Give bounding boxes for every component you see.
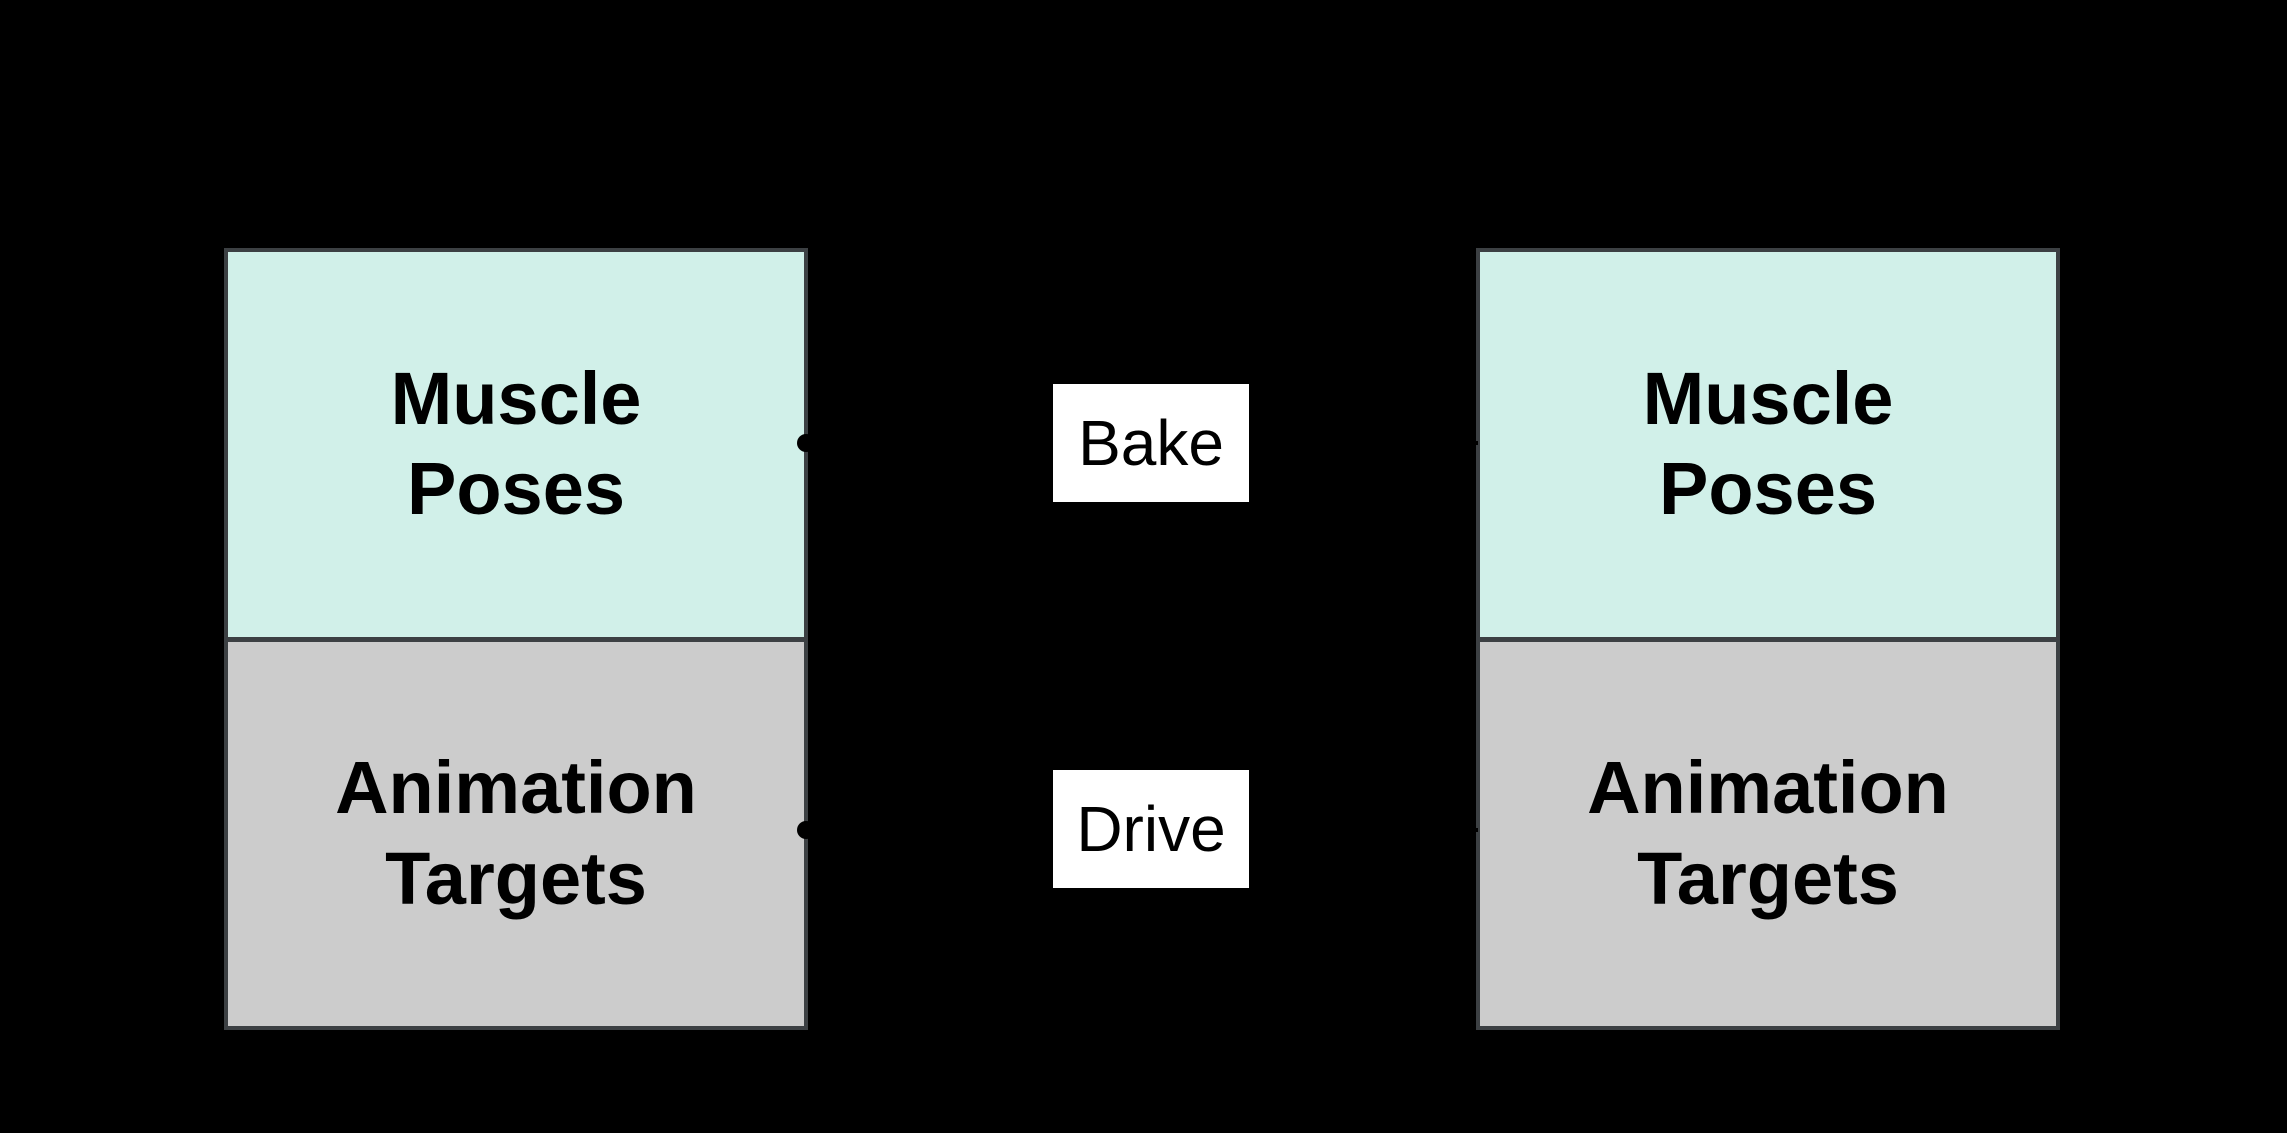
animation-targets-section: Animation Targets	[228, 641, 804, 1026]
muscle-poses-section: Muscle Poses	[1480, 252, 2056, 642]
drive-connector-endpoint-dot	[797, 821, 815, 839]
animation-targets-label: Animation Targets	[1587, 746, 1949, 920]
animation-targets-section: Animation Targets	[1480, 641, 2056, 1026]
drive-label-text: Drive	[1076, 793, 1226, 865]
muscle-poses-section: Muscle Poses	[228, 252, 804, 642]
bake-label-text: Bake	[1078, 407, 1224, 479]
source-box: Muscle Poses Animation Targets	[224, 248, 808, 1030]
animation-targets-label: Animation Targets	[335, 746, 697, 920]
drive-label: Drive	[1053, 770, 1249, 888]
bake-connector-endpoint-dot	[797, 434, 815, 452]
muscle-poses-label: Muscle Poses	[390, 356, 642, 531]
muscle-poses-label: Muscle Poses	[1642, 356, 1894, 531]
result-box: Muscle Poses Animation Targets	[1476, 248, 2060, 1030]
bake-label: Bake	[1053, 384, 1249, 502]
